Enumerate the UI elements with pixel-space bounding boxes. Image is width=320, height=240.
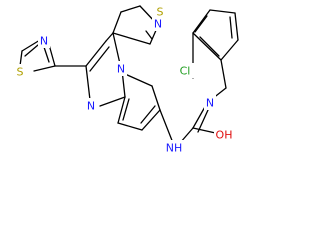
bond xyxy=(89,46,110,72)
hydroxyl-atom-label: OH xyxy=(216,129,233,142)
atom-label-bg xyxy=(115,61,127,76)
bond xyxy=(112,32,121,65)
bond xyxy=(117,122,143,131)
bond xyxy=(199,36,220,57)
bond xyxy=(141,109,161,131)
atom-label-bg xyxy=(214,127,235,142)
bond xyxy=(122,98,130,121)
atom-label-bg xyxy=(38,33,50,48)
atom-label-bg xyxy=(204,95,216,110)
bond xyxy=(140,105,156,124)
bond xyxy=(19,50,23,67)
chlorine-atom-label: Cl xyxy=(180,65,191,78)
bond xyxy=(85,65,91,101)
bond xyxy=(192,9,211,34)
bonds xyxy=(19,5,239,144)
bond xyxy=(105,32,114,42)
sulfur-atom-label: S xyxy=(17,66,24,79)
bond xyxy=(192,104,207,129)
bond xyxy=(151,85,161,111)
atom-label-bg xyxy=(85,98,97,113)
bond xyxy=(229,16,233,39)
bond xyxy=(194,15,208,33)
molecule-structure: S N S N N N Cl N NH OH xyxy=(14,4,239,155)
amine-atom-label: NH xyxy=(166,142,183,155)
atom-labels: S N S N N N Cl N NH OH xyxy=(14,4,235,155)
bond xyxy=(24,44,39,57)
bond xyxy=(112,11,122,34)
nitrogen-atom-label: N xyxy=(206,97,214,110)
atom-label-bg xyxy=(164,140,185,155)
atom-label-bg xyxy=(14,64,26,79)
bond xyxy=(21,39,41,52)
bond xyxy=(197,109,209,133)
nitrogen-atom-label: N xyxy=(154,18,162,31)
bond xyxy=(85,40,107,67)
nitrogen-atom-label: N xyxy=(87,100,95,113)
bond xyxy=(159,109,174,144)
sulfur-atom-label: S xyxy=(157,6,164,19)
bond xyxy=(120,5,141,13)
nitrogen-atom-label: N xyxy=(117,63,125,76)
atom-label-bg xyxy=(154,4,166,19)
bond xyxy=(99,96,126,107)
bond xyxy=(220,59,227,89)
nitrogen-atom-label: N xyxy=(40,35,48,48)
atom-label-bg xyxy=(176,63,194,78)
bond xyxy=(234,12,239,41)
bond xyxy=(220,39,239,61)
bond xyxy=(112,32,151,45)
bond xyxy=(33,65,56,72)
bond xyxy=(192,32,222,61)
bond xyxy=(117,96,126,124)
bond xyxy=(145,30,153,40)
bond xyxy=(209,9,236,14)
atom-label-bg xyxy=(152,16,164,31)
bond xyxy=(124,73,153,87)
